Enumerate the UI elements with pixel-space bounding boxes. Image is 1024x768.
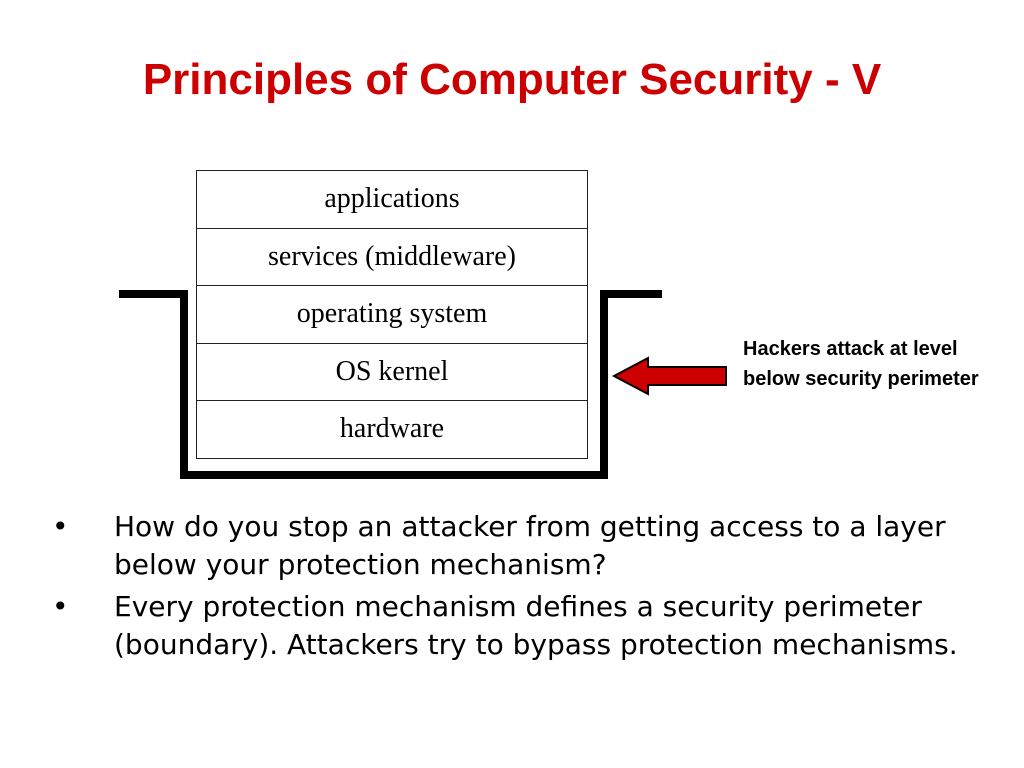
slide-title: Principles of Computer Security - V [142, 55, 882, 104]
layer-os-kernel: OS kernel [197, 343, 587, 401]
bullet-item: • Every protection mechanism defines a s… [52, 588, 992, 664]
bullet-item: • How do you stop an attacker from getti… [52, 508, 992, 584]
layer-services-middleware: services (middleware) [197, 228, 587, 286]
left-arrow-icon [611, 356, 727, 396]
layer-hardware: hardware [197, 401, 587, 459]
layer-stack: applications services (middleware) opera… [196, 170, 588, 459]
security-perimeter-line [119, 290, 662, 479]
attack-annotation: Hackers attack at level below security p… [743, 338, 979, 390]
layer-operating-system: operating system [197, 286, 587, 344]
layer-applications: applications [197, 171, 587, 229]
bullet-text: Every protection mechanism defines a sec… [114, 590, 958, 661]
bullet-marker: • [52, 590, 69, 623]
bullet-text: How do you stop an attacker from getting… [114, 510, 946, 581]
bullet-marker: • [52, 510, 69, 543]
bullet-list: • How do you stop an attacker from getti… [52, 508, 992, 668]
